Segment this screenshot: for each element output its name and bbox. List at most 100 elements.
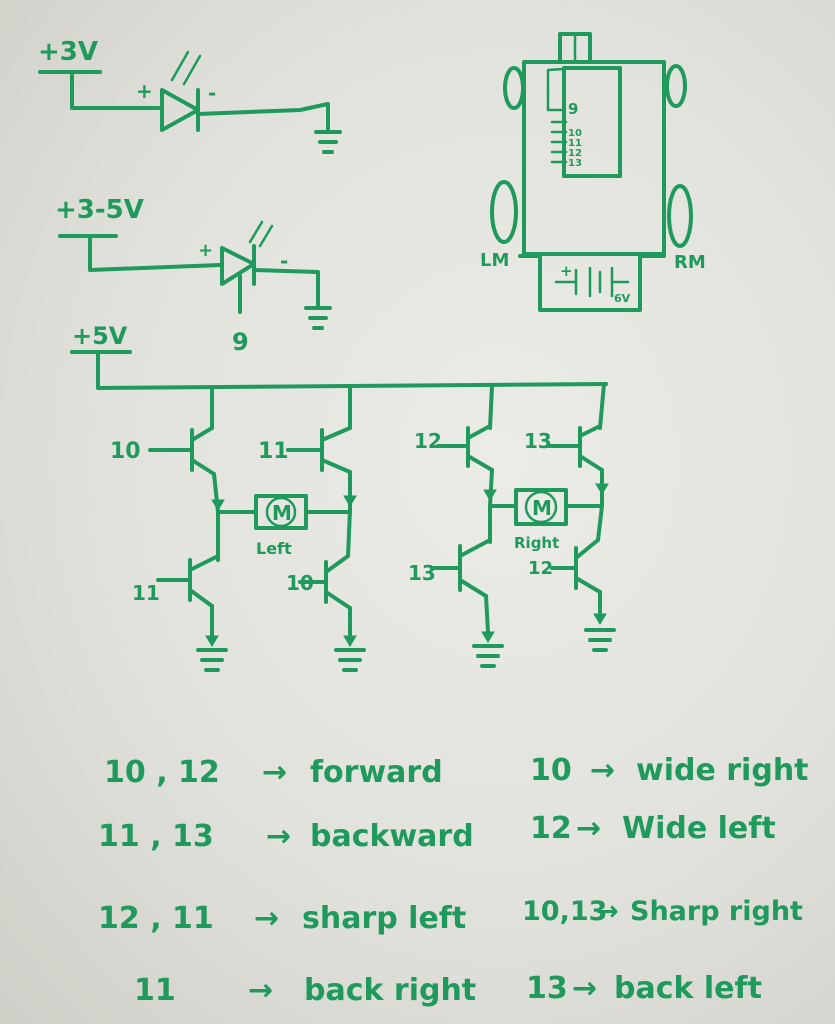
h-bridge-circuit: +5V 10 11 M Left xyxy=(70,322,616,672)
arrow-icon: → xyxy=(596,896,619,927)
arrow-icon: → xyxy=(572,971,597,1006)
motor-right-icon xyxy=(524,490,558,524)
pin-label-11: 11 xyxy=(132,581,160,605)
arrow-icon xyxy=(483,489,497,501)
legend-action: forward xyxy=(310,755,443,790)
supply-label-3v: +3V xyxy=(38,37,98,67)
pin-label-13: 13 xyxy=(408,561,436,585)
ground-icon xyxy=(472,631,504,668)
motor-right-box xyxy=(514,488,568,526)
wire xyxy=(212,472,220,562)
wheel-icon xyxy=(503,66,525,110)
battery-voltage: 6V xyxy=(614,292,631,305)
pin-label-12: 12 xyxy=(414,429,442,453)
left-motor-label: LM xyxy=(480,250,509,271)
pin-label: 10 xyxy=(568,128,582,139)
motor-left-icon xyxy=(265,496,297,528)
legend-row-forward: 10 , 12 → forward xyxy=(104,755,443,790)
motor-left-symbol: M xyxy=(272,501,292,525)
battery-pack xyxy=(518,254,666,312)
led-plus: + xyxy=(136,79,153,103)
pin-label-10: 10 xyxy=(110,439,141,464)
transistor-q6 xyxy=(546,424,604,472)
arrow-icon: → xyxy=(248,973,273,1008)
wire xyxy=(598,382,606,430)
led-minus: - xyxy=(208,81,216,105)
motor-right-symbol: M xyxy=(532,496,552,520)
led-circuit-2: +3-5V + - 9 xyxy=(55,195,332,356)
wire xyxy=(70,70,162,110)
legend-action: Sharp right xyxy=(630,896,803,927)
wire xyxy=(196,102,330,132)
led-ray xyxy=(170,50,190,82)
wire xyxy=(252,268,320,308)
legend-action: back left xyxy=(614,971,762,1006)
wheel-icon xyxy=(667,184,693,248)
pin-label-10: 10 xyxy=(286,571,314,595)
legend: 10 , 12 → forward 10 → wide right 11 , 1… xyxy=(98,753,809,1008)
legend-pins: 12 , 11 xyxy=(98,901,214,936)
legend-action: sharp left xyxy=(302,901,466,936)
legend-pins: 12 xyxy=(530,811,572,846)
legend-pins: 10 , 12 xyxy=(104,755,220,790)
legend-row-back-left: 13 → back left xyxy=(526,971,762,1006)
legend-row-back-right: 11 → back right xyxy=(134,973,476,1008)
supply-label-5v: +5V xyxy=(72,322,128,350)
pin-label-12: 12 xyxy=(528,558,553,579)
pin-label: 9 xyxy=(568,100,578,118)
arrow-icon xyxy=(343,495,357,507)
legend-row-sharp-left: 12 , 11 → sharp left xyxy=(98,901,466,936)
legend-action: back right xyxy=(304,973,476,1008)
transistor-q4 xyxy=(298,554,352,610)
legend-pins: 10 xyxy=(530,753,572,788)
wire xyxy=(88,234,222,272)
transistor-q5 xyxy=(436,424,494,472)
supply-rail xyxy=(96,350,608,390)
ground-icon xyxy=(584,613,616,652)
transistor-q2 xyxy=(286,426,352,474)
arrow-icon: → xyxy=(266,819,291,854)
motor-right-label: Right xyxy=(514,534,559,552)
wire xyxy=(546,66,580,112)
ground-icon xyxy=(196,635,228,672)
transistor-q1 xyxy=(148,426,216,476)
legend-pins: 11 , 13 xyxy=(98,819,214,854)
motor-left-box xyxy=(254,494,308,530)
ground-icon xyxy=(314,130,342,154)
legend-pins: 10,13 xyxy=(522,896,607,927)
wire xyxy=(484,594,490,634)
battery-plus: + xyxy=(560,262,573,280)
arrow-icon: → xyxy=(576,811,601,846)
led-symbol xyxy=(220,246,256,286)
led-ray xyxy=(258,224,274,248)
right-motor-label: RM xyxy=(674,252,706,273)
legend-action: backward xyxy=(310,819,474,854)
legend-action: wide right xyxy=(636,753,809,788)
pin-label-13: 13 xyxy=(524,429,552,453)
arrow-icon: → xyxy=(262,755,287,790)
arrow-icon: → xyxy=(590,753,615,788)
legend-pins: 11 xyxy=(134,973,176,1008)
led-minus: - xyxy=(280,249,288,273)
transistor-q3 xyxy=(156,554,220,608)
supply-label-3-5v: +3-5V xyxy=(55,195,144,225)
pin-label-11: 11 xyxy=(258,439,289,464)
arrow-icon xyxy=(211,499,225,511)
legend-action: Wide left xyxy=(622,811,776,846)
legend-row-sharp-right: 10,13 → Sharp right xyxy=(522,896,803,927)
transistor-q7 xyxy=(430,538,492,598)
arrow-icon xyxy=(595,483,609,495)
robot-diagram: 9 10 11 12 13 + 6V LM RM xyxy=(480,32,706,312)
legend-pins: 13 xyxy=(526,971,568,1006)
arrow-icon: → xyxy=(254,901,279,936)
chassis xyxy=(522,60,666,256)
pin-label-9: 9 xyxy=(232,328,249,356)
ground-icon xyxy=(304,306,332,330)
transistor-q8 xyxy=(550,538,602,594)
motor-left-label: Left xyxy=(256,539,292,558)
led-circuit-1: +3V + - xyxy=(38,37,342,154)
led-ray xyxy=(248,220,264,244)
wire xyxy=(488,384,494,430)
pin-label: 12 xyxy=(568,148,582,159)
